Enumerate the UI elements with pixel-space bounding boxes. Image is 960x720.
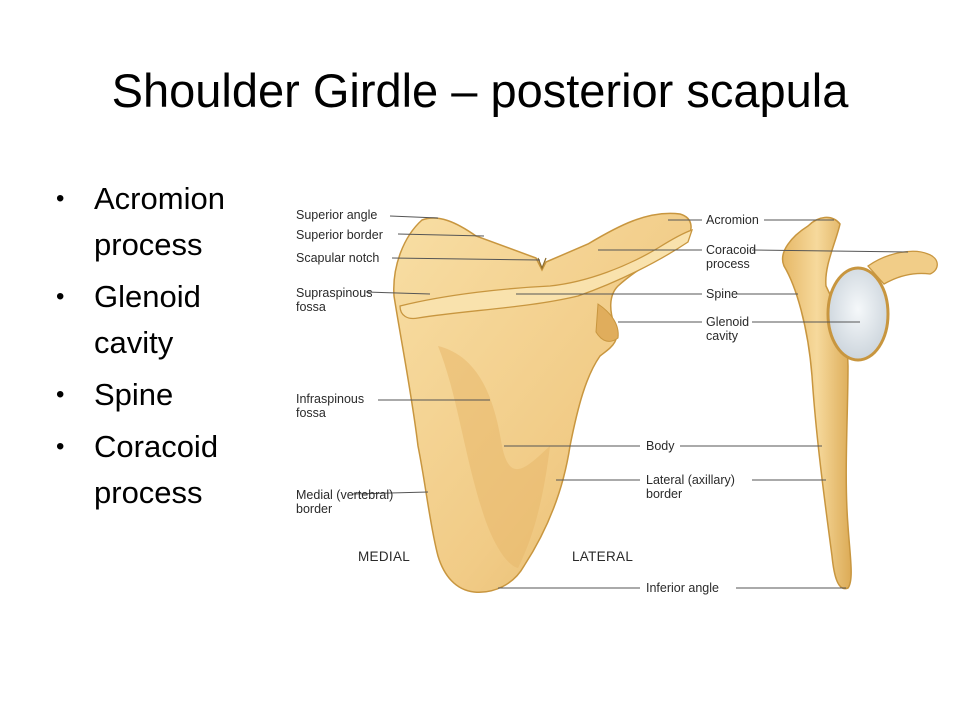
label-medial-orientation: MEDIAL bbox=[358, 549, 411, 564]
bullet-dot-icon: • bbox=[56, 433, 65, 460]
left-leader-lines bbox=[351, 215, 541, 495]
bullet-text: Spine bbox=[94, 377, 174, 412]
bullet-dot-icon: • bbox=[56, 185, 65, 212]
label-inferior-angle: Inferior angle bbox=[646, 581, 719, 595]
label-scapular-notch: Scapular notch bbox=[296, 251, 380, 265]
slide-title: Shoulder Girdle – posterior scapula bbox=[111, 64, 849, 117]
bullet-dot-icon: • bbox=[56, 283, 65, 310]
scapular-notch-mark bbox=[537, 257, 547, 270]
bullet-item: • Acromion process bbox=[56, 176, 256, 268]
label-lateral-orientation: LATERAL bbox=[572, 549, 634, 564]
scapula-lateral-view bbox=[781, 216, 852, 590]
scapula-figure: Superior angle Superior border Scapular … bbox=[288, 196, 960, 600]
label-spine: Spine bbox=[706, 287, 738, 301]
label-acromion: Acromion bbox=[706, 213, 759, 227]
bullet-text: Glenoid cavity bbox=[94, 279, 201, 360]
label-medial-border: Medial (vertebral) border bbox=[296, 488, 394, 516]
label-lateral-border: Lateral (axillary) border bbox=[646, 473, 735, 501]
label-coracoid-process: Coracoid process bbox=[706, 243, 757, 271]
glenoid-cavity-shape bbox=[826, 266, 890, 362]
label-body: Body bbox=[646, 439, 675, 453]
scapula-body-posterior bbox=[393, 212, 692, 593]
right-leader-lines bbox=[498, 219, 909, 589]
coracoid-lateral-view bbox=[867, 250, 938, 285]
infraspinous-shading bbox=[438, 346, 550, 568]
label-supraspinous-fossa: Supraspinous fossa bbox=[296, 286, 373, 314]
scapula-spine bbox=[399, 228, 694, 320]
bullet-item: • Spine bbox=[56, 372, 256, 418]
bullet-list: • Acromion process • Glenoid cavity • Spine… bbox=[56, 176, 256, 522]
bullet-item: • Coracoid process bbox=[56, 424, 256, 516]
label-infraspinous-fossa: Infraspinous fossa bbox=[296, 392, 365, 420]
bullet-dot-icon: • bbox=[56, 381, 65, 408]
bullet-text: Coracoid process bbox=[94, 429, 219, 510]
label-superior-border: Superior border bbox=[296, 228, 383, 242]
scapula-illustration bbox=[351, 212, 938, 593]
bullet-item: • Glenoid cavity bbox=[56, 274, 256, 366]
glenoid-posterior-edge bbox=[595, 303, 619, 342]
bullet-text: Acromion process bbox=[94, 181, 225, 262]
label-superior-angle: Superior angle bbox=[296, 208, 378, 222]
label-glenoid-cavity: Glenoid cavity bbox=[706, 315, 750, 343]
